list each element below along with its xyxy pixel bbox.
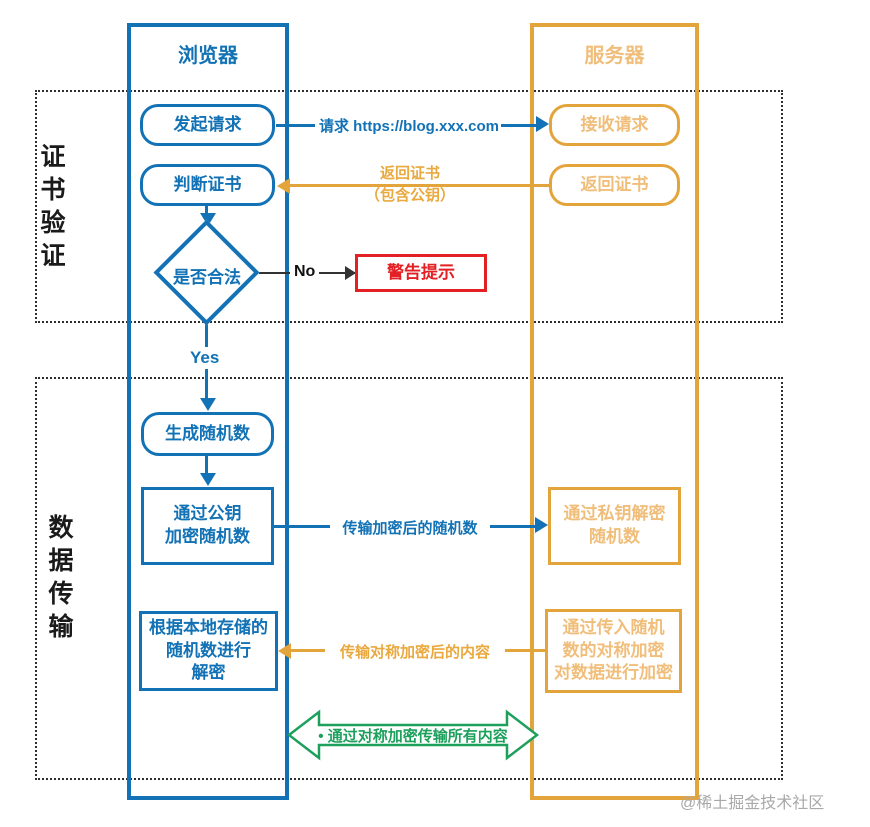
node-initiate-request: 发起请求 bbox=[140, 104, 275, 146]
node-decrypt-with-local-random: 根据本地存储的 随机数进行 解密 bbox=[139, 611, 278, 691]
node-symmetric-encrypt-data: 通过传入随机 数的对称加密 对数据进行加密 bbox=[545, 609, 682, 693]
node-return-certificate: 返回证书 bbox=[549, 164, 680, 206]
node-encrypt-with-public-key: 通过公钥 加密随机数 bbox=[141, 487, 274, 565]
request-url-label: 请求 https://blog.xxx.com bbox=[315, 114, 501, 137]
return-cert-label-line2: （包含公钥） bbox=[364, 187, 455, 204]
browser-lane-title: 浏览器 bbox=[178, 45, 238, 67]
yes-label: Yes bbox=[186, 347, 224, 369]
return-cert-arrowhead-icon bbox=[277, 178, 290, 194]
return-cert-arrow-line bbox=[290, 184, 549, 187]
certificate-verification-label: 证书验证 bbox=[37, 143, 65, 275]
no-arrowhead-icon bbox=[345, 266, 356, 280]
transmit-content-label: 传输对称加密后的内容 bbox=[325, 640, 505, 663]
server-lane: 服务器 bbox=[530, 23, 699, 800]
node-is-valid-label: 是否合法 bbox=[173, 268, 241, 287]
certificate-verification-section bbox=[35, 90, 783, 323]
yes-arrowhead-icon bbox=[200, 398, 216, 411]
judge-to-diamond-line bbox=[205, 206, 208, 216]
symmetric-channel-label: • 通过对称加密传输所有内容 bbox=[318, 727, 508, 745]
transmit-content-arrowhead-icon bbox=[278, 643, 291, 659]
node-receive-request: 接收请求 bbox=[549, 104, 680, 146]
transmit-random-arrowhead-icon bbox=[535, 517, 548, 533]
server-lane-title: 服务器 bbox=[584, 45, 645, 67]
return-cert-label: 返回证书 （包含公钥） bbox=[345, 165, 475, 205]
symmetric-channel-double-arrow-icon bbox=[287, 709, 539, 761]
data-transfer-label: 数据传输 bbox=[45, 514, 73, 646]
random-to-encrypt-arrowhead-icon bbox=[200, 473, 216, 486]
node-generate-random: 生成随机数 bbox=[141, 412, 274, 456]
node-warning: 警告提示 bbox=[355, 254, 487, 292]
request-arrowhead-icon bbox=[536, 116, 549, 132]
transmit-random-label: 传输加密后的随机数 bbox=[330, 516, 490, 539]
watermark: @稀土掘金技术社区 bbox=[680, 795, 825, 812]
node-judge-certificate: 判断证书 bbox=[140, 164, 275, 206]
no-label: No bbox=[290, 262, 320, 282]
random-to-encrypt-line bbox=[205, 456, 208, 476]
browser-lane: 浏览器 bbox=[127, 23, 289, 800]
data-transfer-section bbox=[35, 377, 783, 780]
return-cert-label-line1: 返回证书 bbox=[379, 165, 440, 182]
node-decrypt-with-private-key: 通过私钥解密 随机数 bbox=[548, 487, 681, 565]
